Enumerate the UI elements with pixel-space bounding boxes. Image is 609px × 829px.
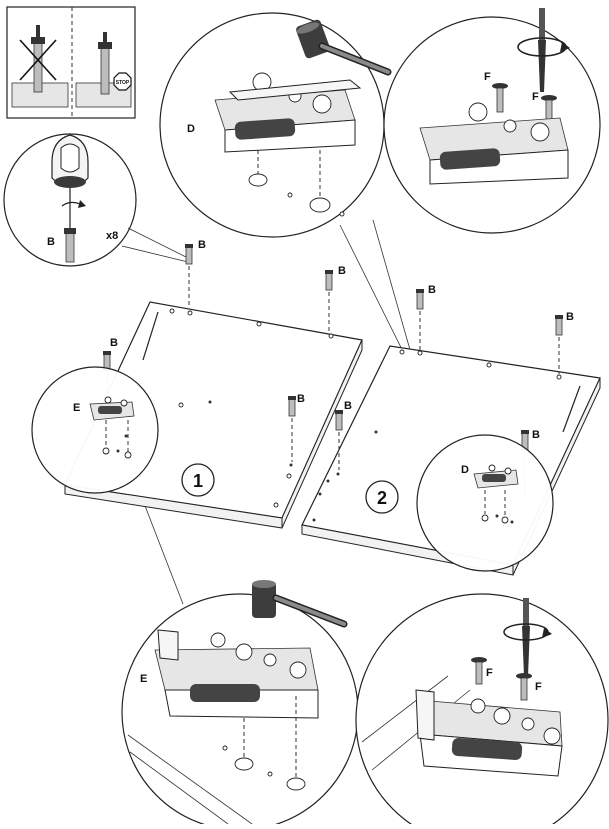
hinge-d-screw-circle: F F [383, 8, 601, 234]
hinge-d-large [214, 72, 362, 153]
hinge-e-label-small: E [73, 402, 80, 414]
hinge-e-screwed [415, 689, 563, 777]
cross-out-icon [19, 39, 57, 81]
dowel-b-1 [185, 244, 193, 308]
hinge-e-large [154, 629, 319, 719]
screw-f-left [492, 83, 508, 113]
screwdriver-icon [522, 598, 530, 676]
step-number-2: 2 [377, 488, 387, 508]
step-number-1: 1 [193, 471, 203, 491]
hinge-d-hammer-circle: D [159, 12, 392, 238]
hinge-e-screw-circle: F F [355, 593, 609, 829]
dowel-label-4: B [297, 393, 305, 405]
hammer-icon [296, 19, 392, 76]
rotate-arrow-icon [503, 623, 552, 641]
dowel-label-7: B [566, 311, 574, 323]
hinge-d-screwed [419, 102, 569, 185]
hinge-d-label-large: D [187, 123, 195, 135]
hammered-dowel-wrong [31, 25, 45, 93]
dowel-label-5: B [344, 400, 352, 412]
dowel-b-2 [325, 270, 333, 332]
screw-f-left [471, 657, 487, 685]
hinge-e-label-large: E [140, 673, 147, 685]
screw-f-right [516, 673, 532, 701]
rotate-arrow-icon [517, 37, 570, 57]
dowel-b-5 [335, 410, 343, 470]
screwdriver-icon [538, 8, 546, 92]
dowel-tool [51, 134, 89, 188]
hinge-d-detail-circle: D [416, 434, 554, 572]
warning-box: STOP [6, 6, 136, 119]
screw-label-3: F [486, 667, 493, 679]
hinge-e-hammer-circle: E [121, 580, 359, 829]
dowel-label-3: B [110, 337, 118, 349]
dowel-detail-circle: B x8 [3, 133, 189, 267]
quantity-label: x8 [106, 230, 118, 242]
stop-sign-icon: STOP [113, 72, 132, 91]
hammer-icon [252, 580, 348, 628]
dowels-on-panels: B B B B B B B [103, 239, 574, 500]
dowel-label-6: B [428, 284, 436, 296]
screw-label-2: F [532, 91, 539, 103]
dowel-label-2: B [338, 265, 346, 277]
dowel-b-4 [288, 396, 296, 462]
dowel-label-detail: B [47, 236, 55, 248]
screw-label-4: F [535, 681, 542, 693]
dowel-label-8: B [532, 429, 540, 441]
stop-text: STOP [116, 80, 130, 86]
dowel-b-6 [416, 289, 424, 350]
dowel-label-1: B [198, 239, 206, 251]
hinge-e-detail-circle: E [31, 366, 159, 494]
dowel-correct [98, 32, 112, 95]
hinge-d-label-small: D [461, 464, 469, 476]
screw-label-1: F [484, 71, 491, 83]
dowel-b-7 [555, 315, 563, 374]
